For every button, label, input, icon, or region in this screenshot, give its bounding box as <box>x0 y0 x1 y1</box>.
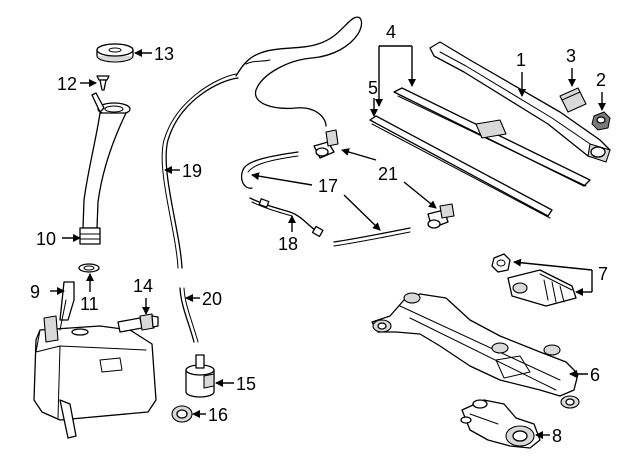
wiper-blade-4[interactable] <box>393 87 591 187</box>
callout-14: 14 <box>133 276 153 315</box>
washer-nozzle-21-lower[interactable] <box>427 203 455 229</box>
clip-12[interactable] <box>96 75 110 91</box>
callout-4: 4 <box>375 22 416 107</box>
linkage-6[interactable] <box>371 292 580 409</box>
pivot-bracket-7-nut[interactable] <box>491 253 511 273</box>
washer-pump-15[interactable] <box>185 354 215 398</box>
callout-19-label: 19 <box>182 161 202 181</box>
callout-2: 2 <box>596 70 606 111</box>
callout-16-label: 16 <box>208 405 228 425</box>
callout-21: 21 <box>341 148 437 209</box>
callout-9: 9 <box>30 282 65 302</box>
callout-13-label: 13 <box>154 44 174 64</box>
callout-8-label: 8 <box>552 426 562 446</box>
callout-9-label: 9 <box>30 282 40 302</box>
wiper-motor-8[interactable] <box>460 399 541 449</box>
wiper-arm-1[interactable] <box>429 41 611 163</box>
callout-11-label: 11 <box>80 294 99 314</box>
callout-20-label: 20 <box>202 289 222 309</box>
short-hose-20[interactable] <box>179 287 199 343</box>
callout-7-label: 7 <box>598 264 608 284</box>
callout-12-label: 12 <box>57 74 77 94</box>
callout-3-label: 3 <box>566 46 576 66</box>
callout-18-label: 18 <box>278 234 298 254</box>
callout-7: 7 <box>513 258 608 296</box>
washer-nozzle-21-upper[interactable] <box>313 129 339 159</box>
callout-13: 13 <box>134 44 174 64</box>
callout-10-label: 10 <box>36 229 56 249</box>
callout-5-label: 5 <box>368 78 378 98</box>
callout-12: 12 <box>57 74 97 94</box>
callout-15-label: 15 <box>236 374 256 394</box>
callout-15: 15 <box>215 374 256 394</box>
callout-6: 6 <box>569 365 600 385</box>
blade-insert-5[interactable] <box>369 115 553 219</box>
washer-hose-17[interactable] <box>240 151 411 247</box>
callout-19: 19 <box>164 161 202 181</box>
callout-8: 8 <box>535 426 562 446</box>
arm-cap-3[interactable] <box>559 87 587 113</box>
pivot-bracket-7[interactable] <box>507 269 577 307</box>
pump-grommet-16[interactable] <box>171 405 193 423</box>
cap-nut-2[interactable] <box>591 111 611 131</box>
callout-20: 20 <box>185 289 222 309</box>
callout-2-label: 2 <box>596 70 606 90</box>
callout-17: 17 <box>251 172 381 231</box>
callout-11: 11 <box>80 273 99 314</box>
callout-18: 18 <box>278 215 298 254</box>
callout-5: 5 <box>368 78 378 117</box>
callout-17-label: 17 <box>318 176 338 196</box>
callout-6-label: 6 <box>590 365 600 385</box>
callout-10: 10 <box>36 229 81 249</box>
callout-14-label: 14 <box>133 276 153 296</box>
callout-21-label: 21 <box>378 164 398 184</box>
upper-hose-17[interactable] <box>235 16 363 127</box>
callout-4-label: 4 <box>386 22 396 42</box>
level-sensor-14[interactable] <box>117 313 159 333</box>
hose-connector-18[interactable] <box>249 197 324 238</box>
filler-neck-10[interactable] <box>79 92 131 245</box>
callout-16: 16 <box>192 405 228 425</box>
o-ring-11[interactable] <box>78 263 100 273</box>
callout-3: 3 <box>566 46 576 87</box>
reservoir-cap-13[interactable] <box>96 43 134 63</box>
callout-1-label: 1 <box>516 50 526 70</box>
long-hose-19[interactable] <box>161 73 239 269</box>
callout-1: 1 <box>516 50 526 97</box>
